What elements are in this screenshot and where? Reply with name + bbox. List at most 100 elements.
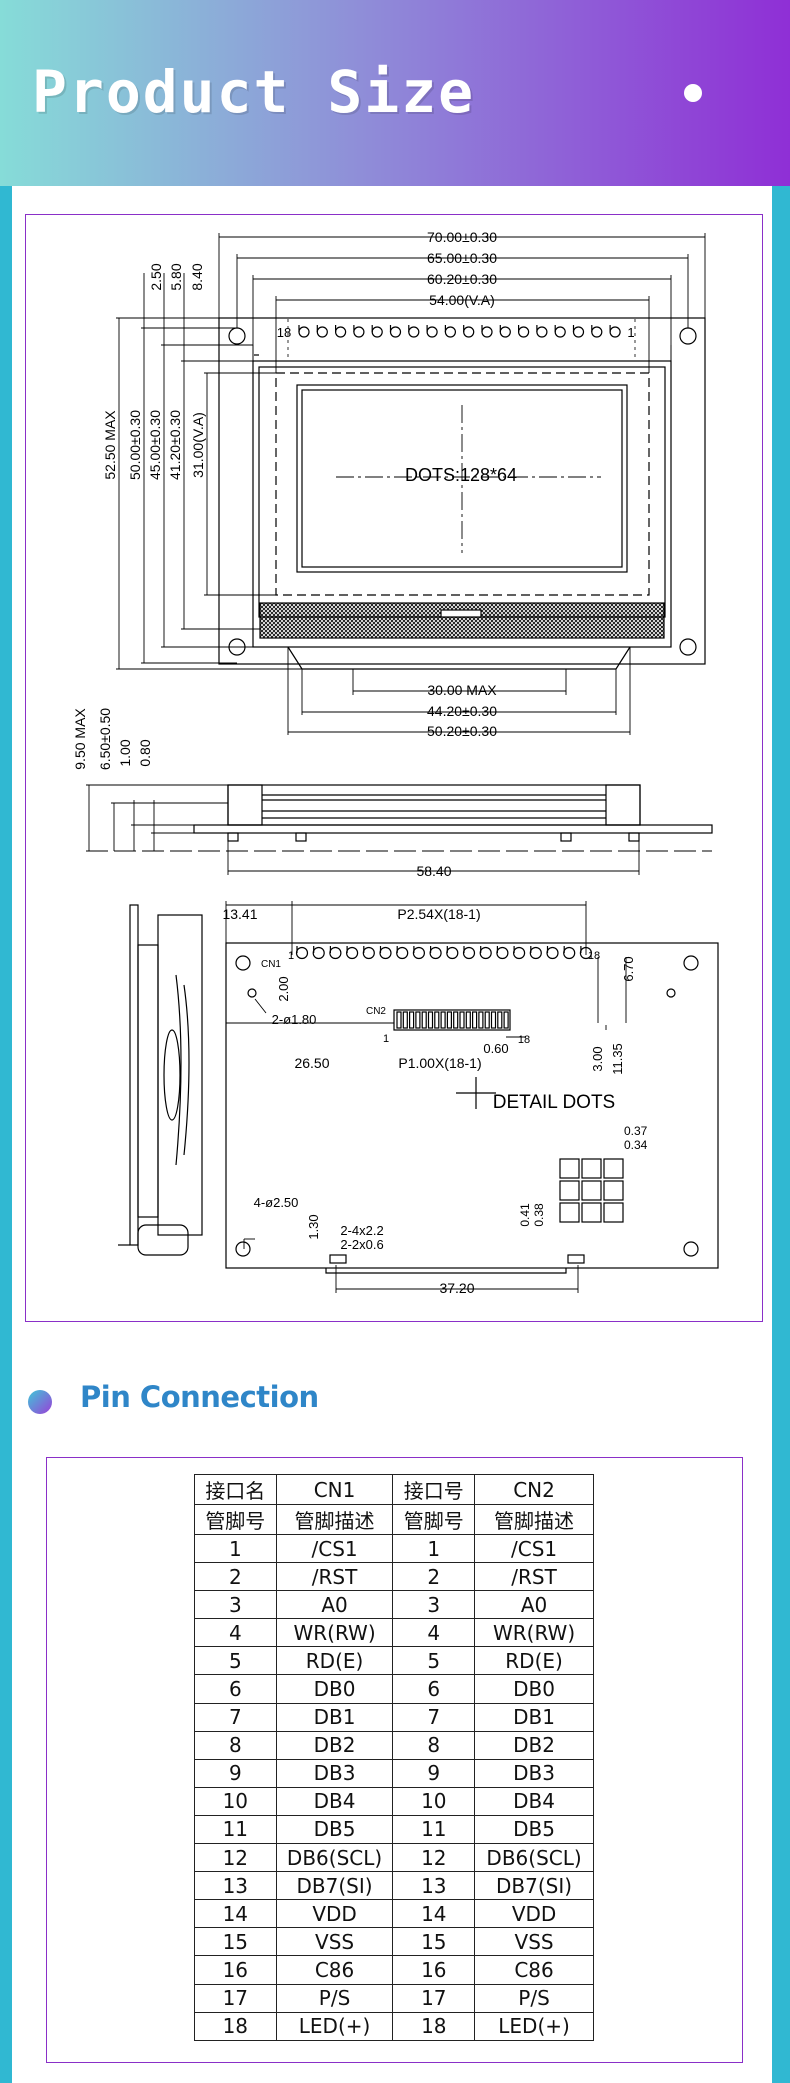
dim-0-34: 0.34	[624, 1138, 648, 1152]
dim-41-20: 41.20±0.30	[167, 410, 183, 480]
header-dot	[684, 84, 702, 102]
table-cell: 2	[392, 1562, 476, 1592]
table-cell: 15	[392, 1927, 476, 1957]
cn1-label: CN1	[261, 959, 281, 970]
dim-70: 70.00±0.30	[427, 229, 497, 245]
back-pin	[346, 946, 359, 960]
front-pin-18: 18	[277, 325, 291, 340]
dim-pitch-1-00: P1.00X(18-1)	[398, 1055, 481, 1071]
table-cell: LED(+)	[474, 2011, 594, 2041]
table-cell: RD(E)	[474, 1646, 594, 1676]
dim-3-00: 3.00	[590, 1046, 605, 1071]
table-cell: 13	[392, 1871, 476, 1901]
table-cell: LED(+)	[275, 2011, 394, 2041]
bottom-dimensions	[287, 647, 631, 735]
cn2-pin	[490, 1011, 497, 1029]
table-header-row: 接口名 CN1 接口号 CN2	[194, 1474, 594, 1505]
detail-dot	[581, 1180, 602, 1201]
product-size-drawing: 70.00±0.30 65.00±0.30 60.20±0.30 54.00(V…	[25, 214, 763, 1322]
table-cell: RD(E)	[275, 1646, 394, 1676]
detail-dot	[581, 1158, 602, 1179]
table-cell: 5	[392, 1646, 476, 1676]
dim-pitch-2-54: P2.54X(18-1)	[397, 906, 480, 922]
table-cell: DB2	[474, 1730, 594, 1760]
header-cell: CN2	[474, 1474, 594, 1505]
table-cell: DB3	[474, 1758, 594, 1788]
dim-6-50: 6.50±0.50	[97, 708, 113, 770]
section-title: Pin Connection	[80, 1380, 319, 1414]
table-cell: 4	[392, 1618, 476, 1648]
front-pin	[426, 326, 438, 338]
dim-45: 45.00±0.30	[147, 410, 163, 480]
table-cell: VDD	[474, 1899, 594, 1929]
dim-37-20: 37.20	[439, 1280, 474, 1296]
back-pin	[563, 946, 576, 960]
cn2-pin	[402, 1011, 408, 1029]
back-pin	[362, 946, 375, 960]
table-cell: DB3	[275, 1758, 394, 1788]
slot-label-1: 2-4x2.2	[340, 1223, 383, 1238]
table-cell: DB1	[275, 1702, 394, 1732]
back-pin	[462, 946, 476, 960]
table-cell: 1	[194, 1533, 277, 1564]
table-cell: WR(RW)	[474, 1618, 594, 1648]
left-dimensions	[116, 273, 302, 670]
cn2-pin	[396, 1011, 402, 1029]
dim-6-70: 6.70	[621, 956, 636, 981]
table-cell: DB5	[474, 1814, 594, 1845]
cn1-pin1: 1	[288, 950, 294, 962]
dim-5-80: 5.80	[168, 263, 184, 290]
table-cell: 10	[194, 1786, 277, 1816]
cn2-pin18: 18	[518, 1034, 530, 1046]
dim-0-41: 0.41	[518, 1203, 532, 1227]
dim-2-00: 2.00	[276, 976, 291, 1001]
side-view	[86, 784, 713, 875]
back-pin	[446, 946, 459, 960]
header-cell: 管脚号	[194, 1504, 277, 1535]
table-cell: 6	[392, 1674, 476, 1704]
back-pin	[295, 946, 309, 960]
table-cell: 9	[194, 1758, 277, 1788]
dim-44-20: 44.20±0.30	[427, 703, 497, 719]
dim-26-50: 26.50	[294, 1055, 329, 1071]
back-pin	[513, 946, 526, 960]
table-cell: 14	[194, 1899, 277, 1929]
table-cell: 5	[194, 1646, 277, 1676]
front-pin	[408, 326, 420, 338]
table-cell: /CS1	[474, 1533, 594, 1564]
detail-dot	[603, 1202, 624, 1223]
table-cell: DB7(SI)	[474, 1871, 594, 1901]
bullet-icon	[28, 1390, 52, 1414]
front-pin	[335, 326, 347, 338]
table-cell: 2	[194, 1562, 277, 1592]
table-cell: 7	[194, 1702, 277, 1732]
table-cell: C86	[275, 1955, 394, 1985]
back-pin	[329, 946, 342, 960]
table-cell: 17	[194, 1983, 277, 2013]
dim-60-20: 60.20±0.30	[427, 271, 497, 287]
front-pin	[591, 326, 603, 338]
table-cell: /RST	[275, 1562, 394, 1592]
back-pin	[479, 946, 492, 960]
table-cell: 11	[392, 1814, 476, 1845]
header-cell: 管脚描述	[275, 1504, 394, 1535]
cn2-label: CN2	[366, 1006, 386, 1017]
cn2-pin	[484, 1011, 490, 1029]
front-pin	[444, 326, 456, 338]
table-cell: DB0	[474, 1674, 594, 1704]
table-cell: 18	[194, 2011, 277, 2041]
table-cell: 12	[194, 1843, 277, 1873]
table-cell: C86	[474, 1955, 594, 1985]
back-pin	[529, 946, 542, 960]
back-pin	[546, 946, 559, 960]
table-cell: DB2	[275, 1730, 394, 1760]
dim-1-00: 1.00	[117, 739, 133, 766]
table-cell: DB6(SCL)	[474, 1843, 594, 1873]
